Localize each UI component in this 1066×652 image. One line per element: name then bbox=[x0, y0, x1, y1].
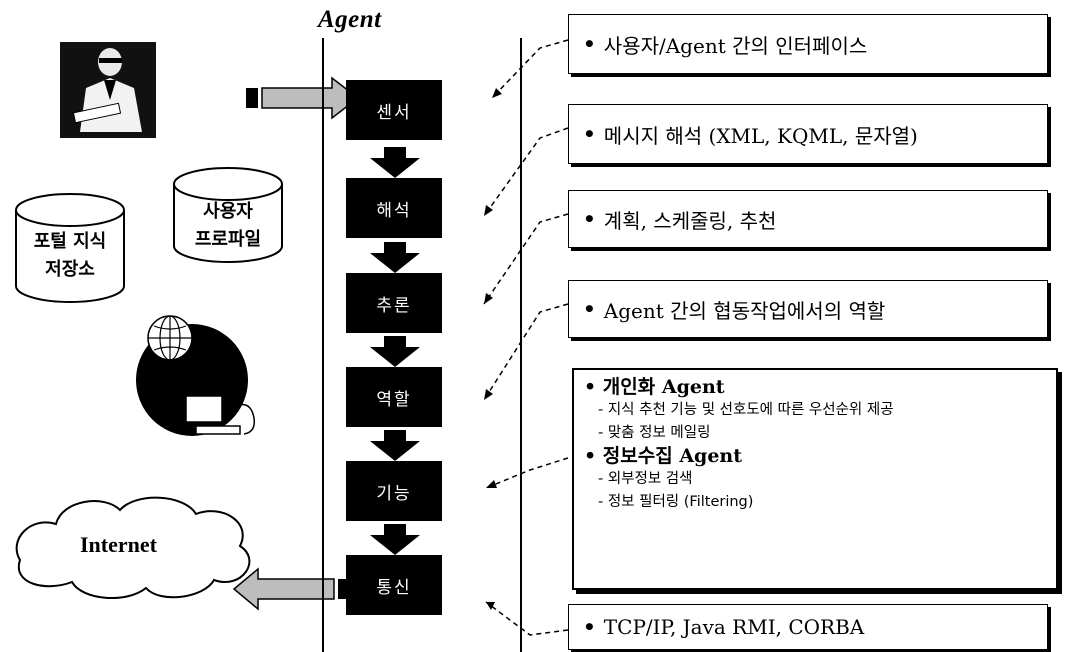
personal-agent-title: 개인화 Agent bbox=[602, 376, 725, 398]
callout-interpret-text: 메시지 해석 (XML, KQML, 문자열) bbox=[603, 123, 918, 148]
callout-reason-text: 계획, 스케줄링, 추천 bbox=[603, 208, 777, 233]
collect-agent-heading: • 정보수집 Agent bbox=[584, 445, 1048, 468]
stage-reason: 추론 bbox=[346, 273, 442, 333]
bullet: • bbox=[583, 615, 596, 639]
callout-communication: • TCP/IP, Java RMI, CORBA bbox=[568, 604, 1048, 650]
user-profile-store-icon bbox=[173, 167, 283, 263]
agent-frame bbox=[322, 38, 522, 652]
callout-role: • Agent 간의 협동작업에서의 역할 bbox=[568, 280, 1048, 338]
collect-agent-item: - 정보 필터링 (Filtering) bbox=[598, 494, 754, 510]
callout-role-text: Agent 간의 협동작업에서의 역할 bbox=[603, 298, 886, 323]
portal-knowledge-store-icon bbox=[15, 193, 125, 303]
globe-computer-icon bbox=[136, 315, 256, 436]
collect-agent-title: 정보수집 Agent bbox=[602, 445, 743, 467]
bullet: • bbox=[584, 376, 597, 398]
callout-sensor-text: 사용자/Agent 간의 인터페이스 bbox=[603, 33, 868, 58]
stage-communication: 통신 bbox=[346, 555, 442, 615]
portal-knowledge-store-label: 포털 지식 저장소 bbox=[16, 228, 124, 284]
personal-agent-heading: • 개인화 Agent bbox=[584, 376, 1048, 399]
stage-flow-arrows bbox=[370, 147, 420, 555]
profile-store-line1: 사용자 bbox=[203, 201, 253, 222]
personal-agent-item: - 맞춤 정보 메일링 bbox=[598, 425, 711, 441]
bullet: • bbox=[583, 122, 596, 146]
stage-sensor: 센서 bbox=[346, 80, 442, 140]
bullet: • bbox=[583, 207, 596, 231]
bullet: • bbox=[583, 32, 596, 56]
bullet: • bbox=[584, 445, 597, 467]
stage-function: 기능 bbox=[346, 461, 442, 521]
user-profile-store-label: 사용자 프로파일 bbox=[174, 198, 282, 254]
collect-agent-item: - 외부정보 검색 bbox=[598, 471, 693, 487]
callout-interpret: • 메시지 해석 (XML, KQML, 문자열) bbox=[568, 104, 1048, 164]
stage-interpret: 해석 bbox=[346, 178, 442, 238]
agent-title: Agent bbox=[318, 6, 382, 33]
portal-store-line2: 저장소 bbox=[45, 259, 95, 280]
callout-communication-text: TCP/IP, Java RMI, CORBA bbox=[603, 615, 865, 639]
callout-reason: • 계획, 스케줄링, 추천 bbox=[568, 190, 1048, 248]
callout-sensor: • 사용자/Agent 간의 인터페이스 bbox=[568, 14, 1048, 74]
input-arrow bbox=[246, 76, 360, 120]
internet-cloud-icon bbox=[15, 496, 251, 599]
portal-store-line1: 포털 지식 bbox=[33, 231, 107, 252]
dashed-connectors bbox=[483, 39, 569, 636]
personal-agent-item: - 지식 추천 기능 및 선호도에 따른 우선순위 제공 bbox=[598, 402, 894, 418]
stage-role: 역할 bbox=[346, 367, 442, 427]
user-figure-icon bbox=[60, 42, 156, 138]
internet-label: Internet bbox=[80, 532, 157, 557]
profile-store-line2: 프로파일 bbox=[194, 229, 262, 250]
agent-types-callout: • 개인화 Agent - 지식 추천 기능 및 선호도에 따른 우선순위 제공… bbox=[572, 368, 1058, 590]
bullet: • bbox=[583, 297, 596, 321]
